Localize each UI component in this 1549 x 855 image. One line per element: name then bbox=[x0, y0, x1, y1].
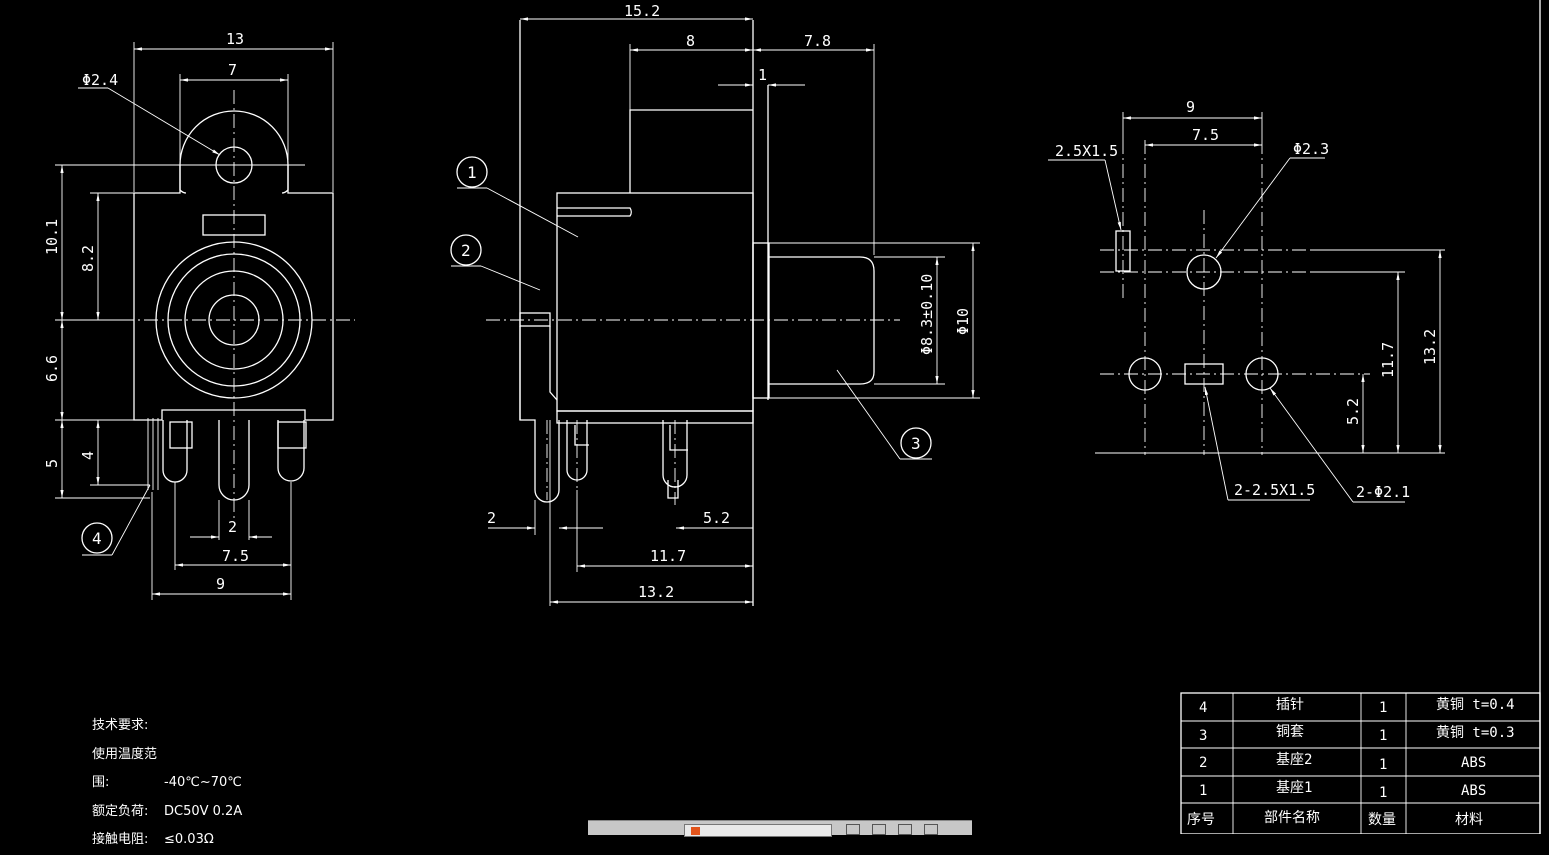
dim-side-phi8-3: Φ8.3±0.10 bbox=[918, 274, 936, 355]
note-row: 额定负荷: DC50V 0.2A bbox=[92, 798, 242, 827]
taskbar-tab[interactable] bbox=[684, 824, 832, 837]
balloon-1: 1 bbox=[467, 163, 477, 182]
dim-front-8-2: 8.2 bbox=[79, 245, 97, 272]
dim-front-4: 4 bbox=[79, 451, 97, 460]
note-value: ≤0.03Ω bbox=[164, 832, 214, 847]
bom-row-no: 2 bbox=[1199, 755, 1207, 771]
dim-front-7: 7 bbox=[228, 61, 237, 79]
bom-row-material: ABS bbox=[1461, 755, 1486, 771]
bom-header-qty: 数量 bbox=[1368, 812, 1396, 828]
bom-row-name: 基座2 bbox=[1276, 751, 1312, 768]
dim-front-13: 13 bbox=[226, 30, 244, 48]
dim-front-9: 9 bbox=[216, 575, 225, 593]
note-label: 使用温度范围: bbox=[92, 746, 158, 791]
pcb-view bbox=[1100, 140, 1370, 455]
lock-icon[interactable] bbox=[924, 824, 938, 835]
dim-front-7-5: 7.5 bbox=[222, 547, 249, 565]
pencil-icon[interactable] bbox=[846, 824, 860, 835]
dim-pcb-5-2: 5.2 bbox=[1344, 398, 1362, 425]
dim-pcb-9: 9 bbox=[1186, 98, 1195, 116]
dim-front-6-6: 6.6 bbox=[43, 355, 61, 382]
window-icon[interactable] bbox=[898, 824, 912, 835]
dim-side-5-2: 5.2 bbox=[703, 509, 730, 527]
dim-pcb-slot: 2.5X1.5 bbox=[1055, 142, 1118, 160]
bom-row-no: 4 bbox=[1199, 700, 1207, 716]
bom-row-qty: 1 bbox=[1379, 785, 1387, 801]
note-value: -40℃~70℃ bbox=[164, 775, 242, 790]
balloon-4: 4 bbox=[92, 529, 102, 548]
bom-row-name: 基座1 bbox=[1276, 779, 1312, 796]
technical-notes: 技术要求: 使用温度范围: -40℃~70℃ 额定负荷: DC50V 0.2A 接触… bbox=[92, 712, 242, 855]
dim-pcb-7-5: 7.5 bbox=[1192, 126, 1219, 144]
bom-row-name: 铜套 bbox=[1276, 724, 1304, 740]
bom-row-material: 黄铜 t=0.4 bbox=[1436, 696, 1515, 713]
note-row: 接触电阻: ≤0.03Ω bbox=[92, 826, 242, 855]
dim-front-5: 5 bbox=[43, 459, 61, 468]
bom-row-no: 3 bbox=[1199, 728, 1207, 744]
bom-header-no: 序号 bbox=[1187, 812, 1215, 828]
bom-row-name: 插针 bbox=[1276, 697, 1304, 713]
front-dimensions: 13 7 Φ2.4 10.1 8.2 6.6 5 4 2 7.5 9 bbox=[43, 30, 334, 600]
note-row: 使用温度范围: -40℃~70℃ bbox=[92, 741, 242, 798]
arrow-icon[interactable] bbox=[872, 824, 886, 835]
dim-front-10-1: 10.1 bbox=[43, 219, 61, 255]
status-bar[interactable] bbox=[588, 820, 972, 837]
bom-row-material: 黄铜 t=0.3 bbox=[1436, 724, 1515, 741]
dim-side-2: 2 bbox=[487, 509, 496, 527]
dim-pcb-2-slots: 2-2.5X1.5 bbox=[1234, 481, 1315, 499]
dim-pcb-11-7: 11.7 bbox=[1379, 342, 1397, 378]
dim-pcb-13-2: 13.2 bbox=[1421, 329, 1439, 365]
balloon-2: 2 bbox=[461, 241, 471, 260]
front-view bbox=[120, 90, 355, 520]
pcb-dimensions: 9 7.5 2.5X1.5 Φ2.3 13.2 11.7 5.2 2-2.5X1… bbox=[1048, 98, 1445, 503]
dim-side-8: 8 bbox=[686, 32, 695, 50]
dim-pcb-phi23: Φ2.3 bbox=[1293, 140, 1329, 158]
note-label: 接触电阻: bbox=[92, 832, 149, 847]
dim-side-phi10: Φ10 bbox=[954, 308, 972, 335]
balloon-3: 3 bbox=[911, 434, 921, 453]
bom-row-qty: 1 bbox=[1379, 757, 1387, 773]
bom-row-no: 1 bbox=[1199, 783, 1207, 799]
cad-drawing: 13 7 Φ2.4 10.1 8.2 6.6 5 4 2 7.5 9 bbox=[43, 0, 1541, 834]
notes-heading: 技术要求: bbox=[92, 718, 149, 733]
bom-row-material: ABS bbox=[1461, 783, 1486, 799]
bom-row-qty: 1 bbox=[1379, 700, 1387, 716]
dim-side-7-8: 7.8 bbox=[804, 32, 831, 50]
bom-header-name: 部件名称 bbox=[1264, 810, 1320, 826]
dim-side-13-2: 13.2 bbox=[638, 583, 674, 601]
balloons: 1 2 3 4 bbox=[81, 156, 932, 556]
note-label: 额定负荷: bbox=[92, 803, 149, 819]
dim-pcb-2-holes: 2-Φ2.1 bbox=[1356, 483, 1410, 501]
dim-side-1: 1 bbox=[758, 66, 767, 84]
bom-table: 4 插针 1 黄铜 t=0.4 3 铜套 1 黄铜 t=0.3 2 基座2 1 … bbox=[1180, 692, 1541, 834]
dim-front-phi24: Φ2.4 bbox=[82, 71, 118, 89]
app-icon bbox=[691, 827, 700, 835]
bom-header-material: 材料 bbox=[1455, 812, 1483, 828]
bom-row-qty: 1 bbox=[1379, 728, 1387, 744]
dim-side-11-7: 11.7 bbox=[650, 547, 686, 565]
dim-side-15-2: 15.2 bbox=[624, 2, 660, 20]
note-value: DC50V 0.2A bbox=[164, 803, 243, 819]
dim-front-2: 2 bbox=[228, 518, 237, 536]
side-view bbox=[486, 20, 900, 606]
side-dimensions: 15.2 8 7.8 1 Φ8.3±0.10 Φ10 2 5.2 11.7 13… bbox=[487, 2, 980, 606]
